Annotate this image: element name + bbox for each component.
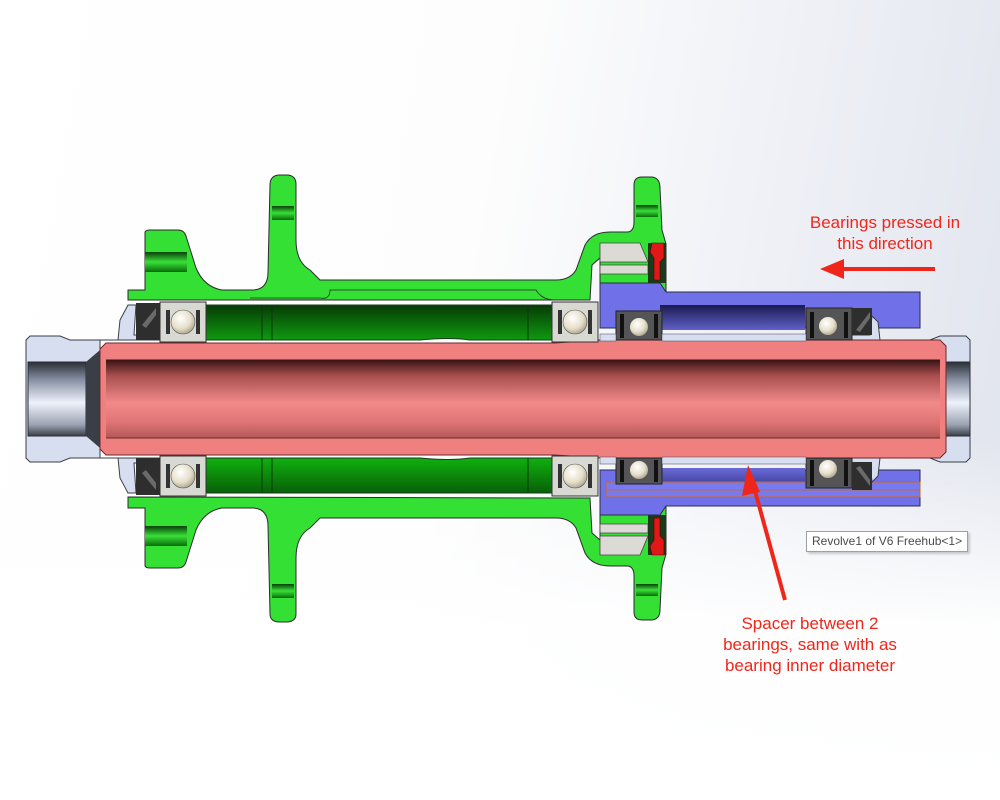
bearings <box>136 301 872 497</box>
bearing-freehub-inner-top <box>615 310 663 341</box>
pawl-assembly <box>599 242 666 556</box>
bearing-freehub-outer-top <box>805 307 853 341</box>
bearing-freehub-inner-bottom <box>615 457 663 485</box>
flange-hole-left-bottom <box>145 526 187 546</box>
axle <box>99 339 947 459</box>
annotation-bearing-direction: Bearings pressed in this direction <box>809 213 961 253</box>
hub-shell-top <box>127 174 667 301</box>
flange-hole-right-top <box>272 206 294 220</box>
hub-shell-bottom <box>127 496 667 623</box>
pawl-bottom <box>649 517 665 556</box>
flange-hole-left-top <box>145 252 187 272</box>
drive-flange-hole-top <box>636 205 658 217</box>
bearing-freehub-outer-bottom <box>805 457 853 489</box>
bearing-hub-drive-bottom <box>551 455 599 497</box>
arrow-bearing-direction <box>820 259 935 279</box>
bearing-left-bottom <box>159 455 207 497</box>
bearing-hub-drive-top <box>551 301 599 343</box>
pawl-top <box>649 242 665 281</box>
hub-shell <box>127 174 667 623</box>
bearing-left-top <box>159 301 207 343</box>
annotation-spacer: Spacer between 2 bearings, same with as … <box>723 614 897 675</box>
arrow-spacer <box>742 465 787 601</box>
flange-hole-right-bottom <box>272 584 294 598</box>
feature-tooltip: Revolve1 of V6 Freehub<1> <box>806 531 969 552</box>
drive-flange-hole-bottom <box>636 584 658 596</box>
